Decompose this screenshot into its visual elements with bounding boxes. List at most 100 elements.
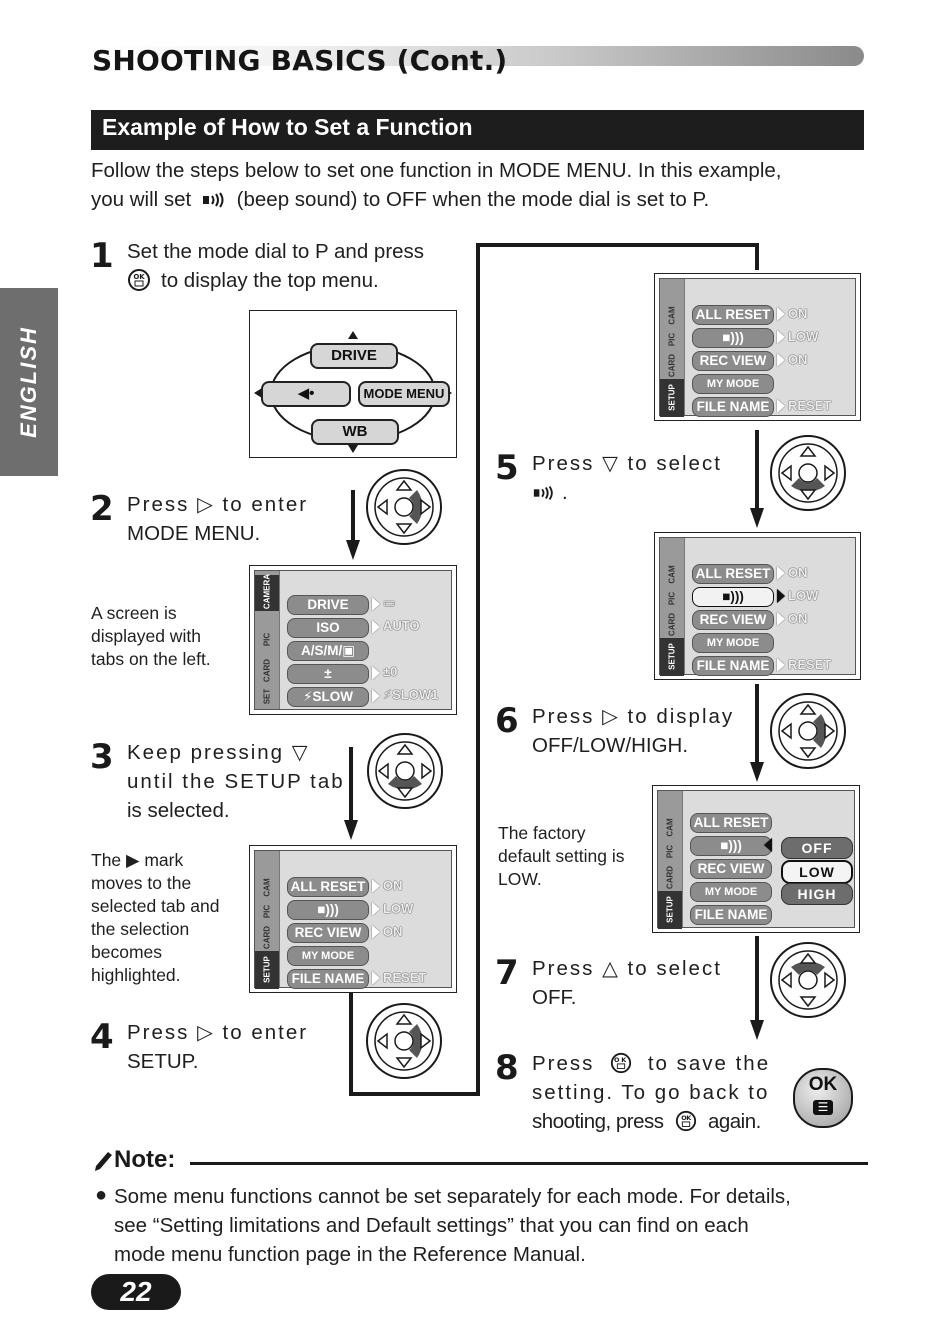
value-arrow	[372, 597, 380, 611]
setup-tab-label: SETUP	[665, 896, 675, 923]
camera-menu-value: AUTO	[383, 618, 420, 633]
camera-menu-tabs: CAMERA PIC CARD SET	[255, 571, 280, 709]
top-menu-drive: DRIVE	[310, 343, 398, 369]
setup-tab-active	[660, 638, 684, 676]
setup-item: ALL RESET	[690, 813, 772, 833]
value-arrow	[372, 879, 380, 893]
setup-tabs: CAM PIC CARD SETUP	[658, 791, 683, 929]
svg-text:OK: OK	[133, 273, 145, 281]
step-3-line-1: Keep pressing ▽	[127, 741, 310, 764]
setup-item: REC VIEW	[287, 923, 369, 943]
page-title: SHOOTING BASICS (Cont.)	[92, 44, 508, 77]
caption-6: The factory default setting is LOW.	[498, 822, 624, 891]
setup-tab-active	[255, 951, 279, 989]
note-line-2: see “Setting limitations and Default set…	[114, 1214, 749, 1237]
setup-menu-inner: CAM PIC CARD SETUP ALL RESET ■))) REC VI…	[254, 850, 452, 989]
camera-tab-label: CAMERA	[262, 573, 272, 610]
setup-menu-screen-1: CAM PIC CARD SETUP ALL RESET ■))) REC VI…	[249, 845, 457, 993]
top-menu-wb: WB	[311, 419, 399, 445]
menu-glyph: ☰	[813, 1100, 833, 1115]
step-3-number: 3	[90, 737, 114, 777]
ok-button-icon: OK	[611, 1052, 632, 1074]
value-arrow	[777, 399, 785, 413]
setup-value: RESET	[788, 657, 832, 672]
language-side-tab	[0, 288, 58, 476]
step-8-line-1-post: to save the	[647, 1052, 771, 1075]
svg-text:OK: OK	[681, 1114, 692, 1122]
step-7-number: 7	[495, 953, 519, 993]
setup-item: ALL RESET	[692, 564, 774, 584]
title-gradient-bar	[92, 46, 864, 66]
step-5-line-1: Press ▽ to select	[532, 452, 722, 475]
step-1-number: 1	[90, 236, 114, 276]
camera-menu-item: ⚡SLOW	[287, 687, 369, 707]
page-number-pill	[91, 1274, 181, 1310]
setup-menu-screen-2: CAM PIC CARD SETUP ALL RESET ■))) REC VI…	[654, 273, 861, 421]
camera-menu-screen: CAMERA PIC CARD SET DRIVE ISO A/S/M/▣ ± …	[249, 565, 457, 715]
value-arrow	[777, 566, 785, 580]
setup-value: ON	[383, 878, 403, 893]
step-2-line-1: Press ▷ to enter	[127, 493, 309, 516]
setup-menu-screen-3: CAM PIC CARD SETUP ALL RESET ■))) REC VI…	[654, 532, 861, 680]
value-arrow	[372, 666, 380, 680]
setup-tab-label: SETUP	[667, 384, 677, 411]
top-menu-left: ◀•	[261, 381, 351, 407]
note-text: Some menu functions cannot be set separa…	[114, 1182, 870, 1269]
set-tab-label: SET	[262, 688, 272, 705]
beep-icon	[533, 486, 553, 500]
setup-tab-label: SETUP	[262, 956, 272, 983]
caption-6-line: LOW.	[498, 869, 542, 889]
caption-3-line: selected tab and	[91, 896, 220, 916]
ok-menu-button-icon: OK ☰	[793, 1068, 853, 1128]
setup-item: ■)))	[692, 328, 774, 348]
camera-menu-item: DRIVE	[287, 595, 369, 615]
caption-3-line: The ▶ mark	[91, 850, 184, 870]
note-line-1: Some menu functions cannot be set separa…	[114, 1185, 791, 1208]
arrow-pad-down-icon	[367, 733, 443, 809]
setup-tab-active	[658, 891, 682, 929]
setup-tab-label: SETUP	[667, 643, 677, 670]
caption-3-line: highlighted.	[91, 965, 181, 985]
intro-line-1: Follow the steps below to set one functi…	[91, 159, 782, 182]
section-title: Example of How to Set a Function	[102, 114, 473, 140]
arrow-pad-right-icon	[366, 469, 442, 545]
value-arrow	[372, 971, 380, 985]
value-arrow	[777, 307, 785, 321]
setup-item: REC VIEW	[692, 610, 774, 630]
arrow-pad-right-icon	[366, 1003, 442, 1079]
setup-item: ALL RESET	[287, 877, 369, 897]
caption-3-line: moves to the	[91, 873, 192, 893]
step-8-number: 8	[495, 1048, 519, 1088]
caption-2: A screen is displayed with tabs on the l…	[91, 602, 211, 671]
camera-tab-active	[255, 575, 279, 611]
step-8-line-1-pre: Press	[532, 1052, 595, 1075]
value-arrow	[777, 330, 785, 344]
pencil-icon	[95, 1152, 112, 1171]
value-arrow	[372, 620, 380, 634]
setup-value: RESET	[788, 398, 832, 413]
step-5-line-2-text: .	[562, 481, 568, 504]
setup-tabs: CAM PIC CARD SETUP	[660, 538, 685, 676]
step-2-number: 2	[90, 489, 114, 529]
top-menu-screen: DRIVE ◀• MODE MENU WB	[249, 310, 457, 458]
value-arrow	[372, 925, 380, 939]
step-6-line-2: OFF/LOW/HIGH.	[532, 734, 689, 757]
note-title: Note:	[114, 1146, 176, 1173]
arrow-pad-up-icon	[770, 942, 846, 1018]
setup-tabs: CAM PIC CARD SETUP	[255, 851, 280, 989]
setup-item: FILE NAME	[287, 969, 369, 989]
option-off: OFF	[781, 837, 853, 859]
camera-menu-item: A/S/M/▣	[287, 641, 369, 661]
step-1-line-2-text: to display the top menu.	[161, 269, 379, 292]
caption-3-line: becomes	[91, 942, 163, 962]
step-5-number: 5	[495, 448, 519, 488]
setup-value: LOW	[383, 901, 414, 916]
setup-item: ALL RESET	[692, 305, 774, 325]
setup-tabs: CAM PIC CARD SETUP	[660, 279, 685, 417]
value-arrow	[777, 353, 785, 367]
note-bullet-icon: ●	[95, 1184, 108, 1206]
option-high: HIGH	[781, 883, 853, 905]
setup-menu-inner: CAM PIC CARD SETUP ALL RESET ■))) REC VI…	[659, 278, 856, 417]
value-arrow	[777, 612, 785, 626]
